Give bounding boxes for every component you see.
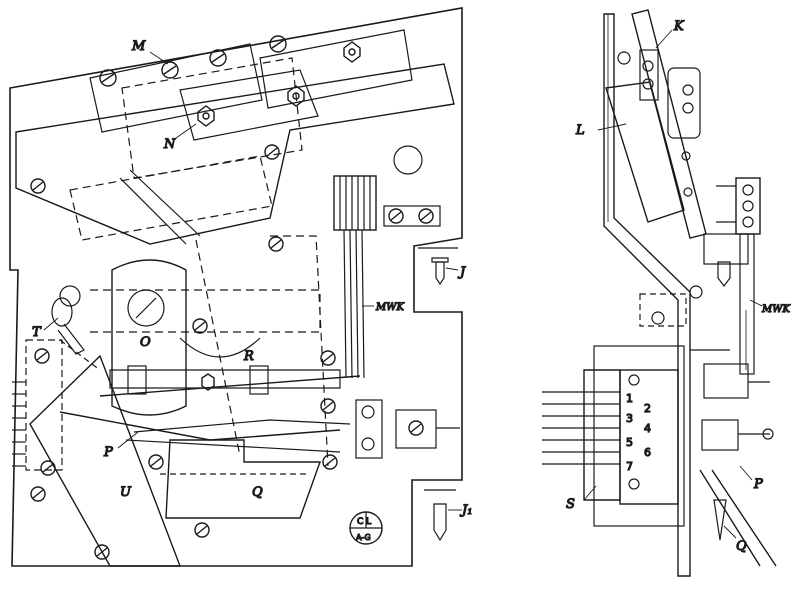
label-m: M xyxy=(131,39,146,54)
label-mwk-right: MWK xyxy=(761,304,791,315)
cl-ag-logo: C L A-G xyxy=(349,511,383,545)
terminal-3: 3 xyxy=(626,412,633,425)
pins-j xyxy=(418,247,458,542)
armature-o xyxy=(59,259,341,416)
block-q xyxy=(160,439,321,519)
plate-hole xyxy=(393,145,423,175)
terminal-1: 1 xyxy=(626,392,633,405)
left-view: C L A-G M N O R T P U Q J J₁ MWK xyxy=(9,7,473,567)
label-q: Q xyxy=(252,485,263,500)
screws-left xyxy=(30,35,434,560)
contacts-middle xyxy=(639,285,777,567)
bracket-m xyxy=(15,29,455,245)
label-p-right: P xyxy=(753,477,763,492)
label-j: J xyxy=(457,265,466,280)
terminal-4: 4 xyxy=(644,422,651,435)
label-k: K xyxy=(673,19,685,34)
label-r: R xyxy=(243,349,254,364)
terminal-2: 2 xyxy=(644,402,651,415)
label-p: P xyxy=(103,445,113,460)
logo-text-ag: A-G xyxy=(356,533,371,542)
part-t xyxy=(12,285,85,471)
label-o: O xyxy=(140,335,151,350)
label-q-right: Q xyxy=(736,539,747,554)
contact-stack-mwk xyxy=(333,175,460,459)
label-j1: J₁ xyxy=(459,503,472,518)
base-plate-outline xyxy=(9,7,463,567)
label-l: L xyxy=(575,123,585,138)
right-view: 1 2 3 4 5 6 7 K L MWK S P Q xyxy=(542,9,791,577)
vertical-plate xyxy=(603,13,691,577)
label-mwk-left: MWK xyxy=(375,302,405,313)
terminal-7: 7 xyxy=(626,460,633,473)
hex-nuts xyxy=(197,41,361,391)
block-l xyxy=(605,81,685,223)
connector-s xyxy=(542,345,685,527)
terminal-5: 5 xyxy=(626,436,633,449)
label-t: T xyxy=(32,325,42,340)
label-s: S xyxy=(566,497,575,512)
terminal-6: 6 xyxy=(644,446,651,459)
label-n: N xyxy=(163,137,176,152)
arm-k xyxy=(631,9,707,239)
levers xyxy=(29,235,361,567)
logo-text-cl: C L xyxy=(357,517,371,527)
leader-lines-left xyxy=(43,51,462,511)
leader-lines-right xyxy=(583,29,763,539)
terminal-block-upper xyxy=(703,177,761,375)
label-u: U xyxy=(120,485,132,500)
